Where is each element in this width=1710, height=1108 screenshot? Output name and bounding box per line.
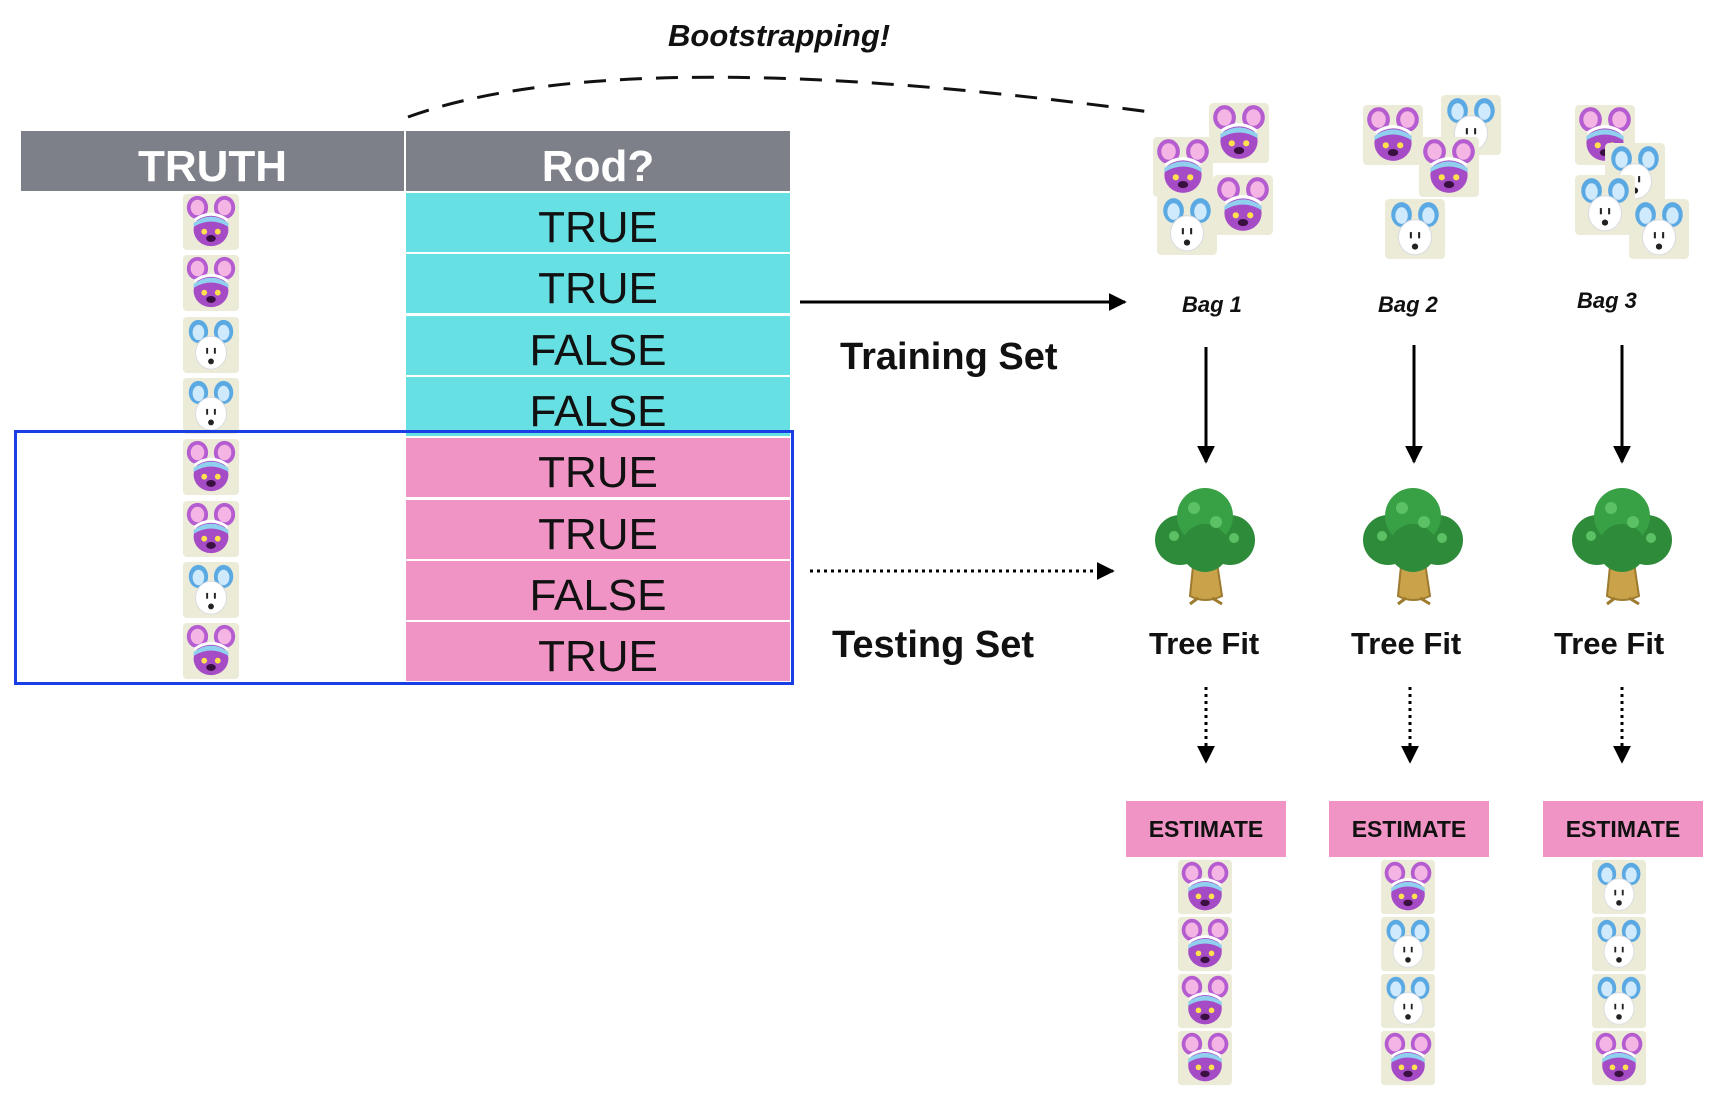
- rod-icon: [1177, 916, 1233, 972]
- white-mouse-icon: [1591, 916, 1647, 972]
- white-mouse-icon: [182, 377, 240, 435]
- white-mouse-icon: [1591, 859, 1647, 915]
- tree-fit-label-2: Tree Fit: [1351, 626, 1462, 661]
- rod-icon: [1208, 102, 1270, 164]
- white-mouse-icon: [1591, 973, 1647, 1029]
- estimate-badge-3: ESTIMATE: [1543, 801, 1703, 857]
- tree-icon: [1358, 478, 1468, 606]
- white-mouse-icon: [1380, 916, 1436, 972]
- training-set-label: Training Set: [840, 336, 1058, 378]
- rod-icon: [1177, 973, 1233, 1029]
- rod-header: Rod?: [406, 131, 790, 191]
- estimate-badge-1: ESTIMATE: [1126, 801, 1286, 857]
- rod-value-cell: TRUE: [406, 254, 790, 314]
- rod-icon: [182, 500, 240, 558]
- white-mouse-icon: [182, 561, 240, 619]
- rod-icon: [1152, 136, 1214, 198]
- rod-icon: [182, 438, 240, 496]
- tree-icon: [1567, 478, 1677, 606]
- white-mouse-icon: [1156, 194, 1218, 256]
- rod-icon: [182, 622, 240, 680]
- white-mouse-icon: [1384, 198, 1446, 260]
- testing-set-box: [14, 430, 794, 685]
- rod-value-cell: TRUE: [406, 499, 790, 559]
- rod-icon: [182, 193, 240, 251]
- rod-icon: [1591, 1030, 1647, 1086]
- rod-icon: [1177, 1030, 1233, 1086]
- estimate-badge-2: ESTIMATE: [1329, 801, 1489, 857]
- tree-fit-label-3: Tree Fit: [1554, 626, 1665, 661]
- bootstrapping-title: Bootstrapping!: [668, 18, 891, 53]
- truth-header: TRUTH: [21, 131, 404, 191]
- rod-value-cell: TRUE: [406, 193, 790, 252]
- rod-icon: [182, 254, 240, 312]
- rod-icon: [1418, 136, 1480, 198]
- rod-value-cell: FALSE: [406, 376, 790, 436]
- rod-icon: [1380, 859, 1436, 915]
- white-mouse-icon: [1380, 973, 1436, 1029]
- rod-icon: [1362, 104, 1424, 166]
- rod-icon: [1177, 859, 1233, 915]
- white-mouse-icon: [1628, 198, 1690, 260]
- bag3-label: Bag 3: [1577, 288, 1637, 313]
- bag2-label: Bag 2: [1378, 292, 1438, 317]
- tree-icon: [1150, 478, 1260, 606]
- testing-set-label: Testing Set: [832, 624, 1034, 666]
- rod-icon: [1380, 1030, 1436, 1086]
- white-mouse-icon: [1574, 174, 1636, 236]
- rod-value-cell: FALSE: [406, 560, 790, 620]
- rod-value-cell: TRUE: [406, 622, 790, 682]
- white-mouse-icon: [182, 316, 240, 374]
- rod-value-cell: FALSE: [406, 315, 790, 375]
- bootstrapping-curve: [407, 75, 1151, 119]
- rod-value-cell: TRUE: [406, 438, 790, 498]
- bag1-label: Bag 1: [1182, 292, 1242, 317]
- rod-icon: [1212, 174, 1274, 236]
- tree-fit-label-1: Tree Fit: [1149, 626, 1260, 661]
